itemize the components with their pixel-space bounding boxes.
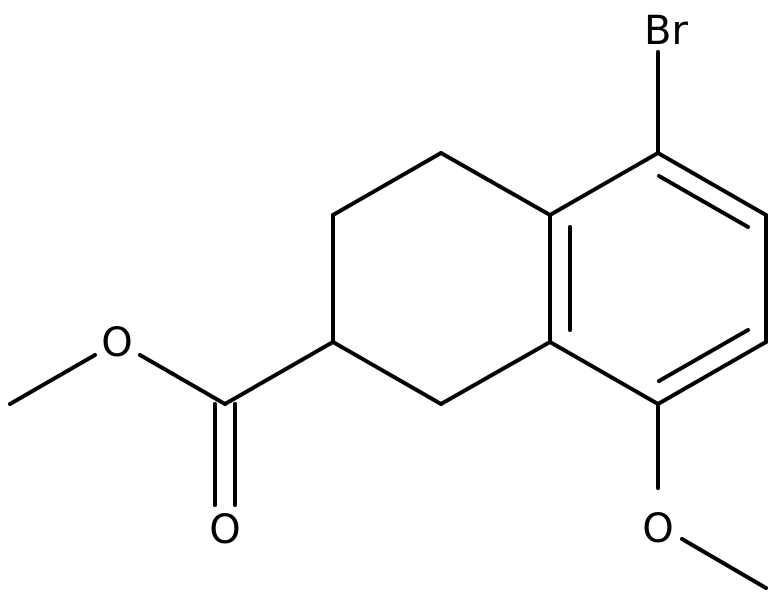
atom-labels: Br O O O — [101, 8, 688, 553]
bond-c5-c6 — [656, 151, 768, 217]
bromine-label: Br — [644, 8, 688, 54]
bond-c7-c8-inner — [657, 328, 750, 383]
bond-c4a-c5 — [548, 151, 660, 217]
carbonyl-oxygen-label: O — [209, 507, 240, 553]
bonds — [8, 50, 768, 590]
ester-oxygen-label: O — [101, 320, 132, 366]
bond-c7-c8 — [656, 340, 768, 406]
bond-c2-c1 — [331, 340, 443, 406]
bond-c5-c6-inner — [657, 174, 750, 229]
bond-c4-c3 — [331, 151, 443, 217]
bond-o-ch3-methoxy — [680, 537, 768, 590]
bond-c1-c8a — [439, 340, 552, 406]
bond-c2-ccarbonyl — [223, 340, 335, 406]
bond-ccarbonyl-o-single — [138, 353, 227, 406]
methoxy-oxygen-label: O — [642, 506, 673, 552]
bond-o-ch3-ester — [8, 353, 97, 406]
bond-c4a-c4 — [439, 151, 552, 217]
bond-c8-c8a — [548, 340, 660, 406]
